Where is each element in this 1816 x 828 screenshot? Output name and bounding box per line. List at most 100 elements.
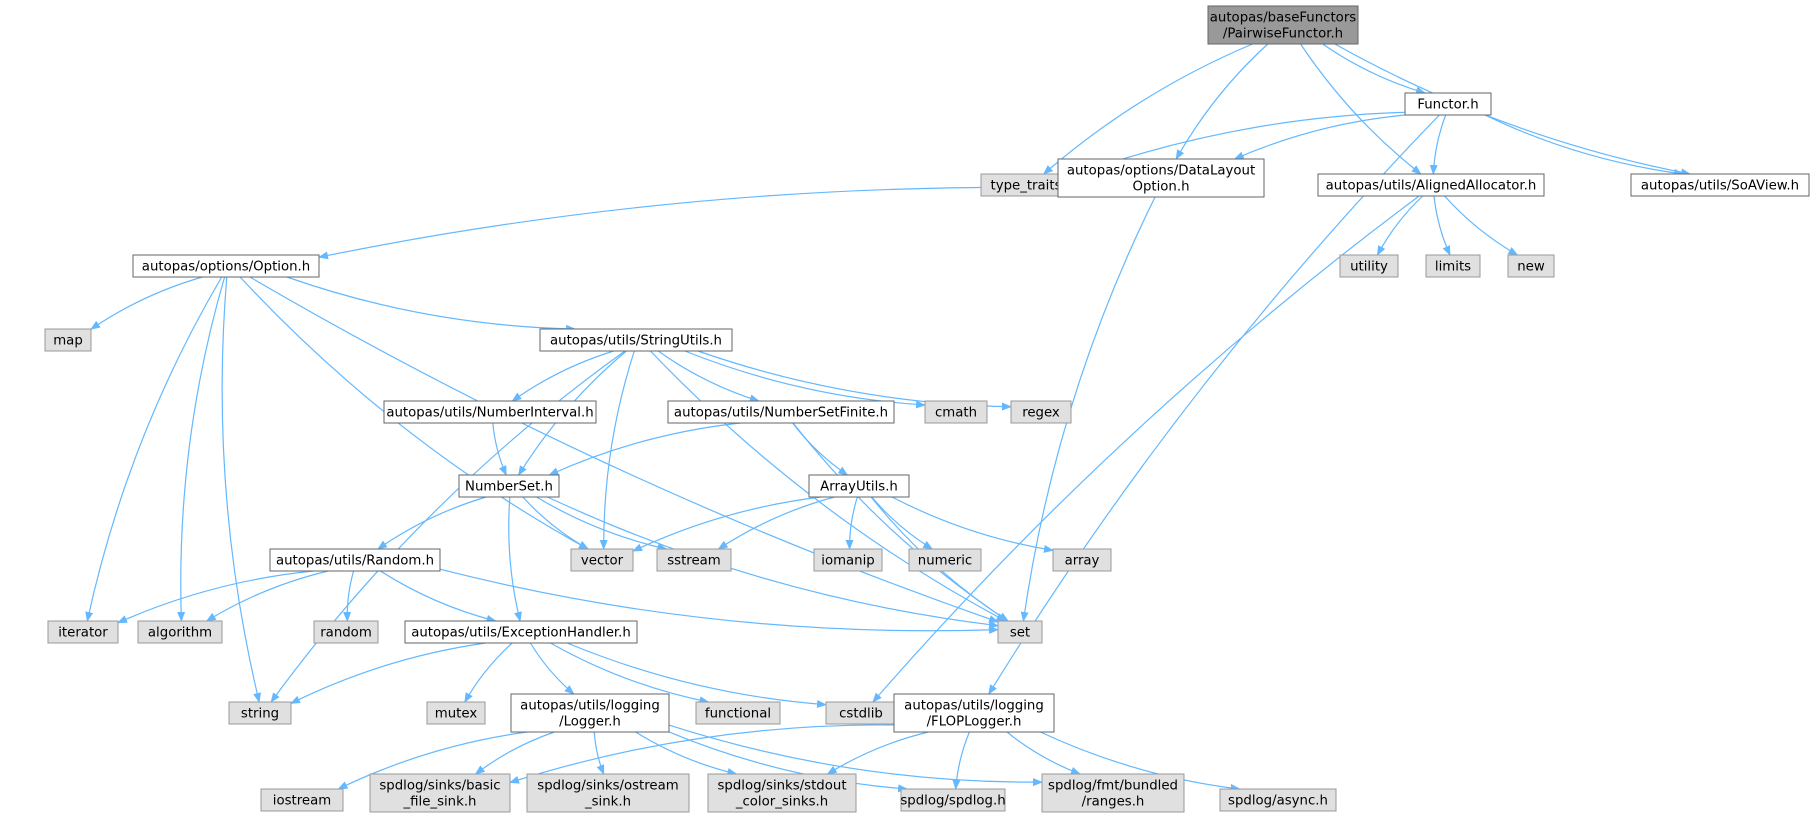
node-label-ostream_sink-line-1: _sink.h [584, 795, 631, 810]
node-label-mutex-line-0: mutex [435, 707, 478, 722]
node-mutex: mutex [426, 701, 486, 725]
node-label-iterator-line-0: iterator [58, 626, 108, 641]
node-logger[interactable]: autopas/utils/logging/Logger.h [510, 693, 670, 733]
node-label-set-line-0: set [1010, 626, 1030, 641]
node-numberinterval[interactable]: autopas/utils/NumberInterval.h [383, 400, 597, 424]
edge-arrayutils-to-vector [632, 496, 821, 552]
node-box-iomanip [813, 548, 883, 572]
node-label-stringutils-line-0: autopas/utils/StringUtils.h [550, 334, 722, 349]
node-iostream: iostream [260, 788, 344, 812]
edge-numbersetfinite-to-arrayutils [792, 422, 849, 476]
edge-logger-to-spdlog_h [668, 731, 909, 793]
node-cstdlib: cstdlib [825, 701, 897, 725]
node-box-arrayutils [808, 474, 910, 498]
edges-layer [85, 43, 1691, 793]
node-label-type_traits-line-0: type_traits [990, 179, 1061, 194]
node-box-vector [570, 548, 634, 572]
node-box-sstream [656, 548, 732, 572]
node-label-new-line-0: new [1517, 260, 1545, 275]
edge-option-to-set [249, 276, 999, 623]
node-exception[interactable]: autopas/utils/ExceptionHandler.h [404, 620, 638, 644]
edge-numberset-to-sstream [536, 496, 668, 551]
node-numberset[interactable]: NumberSet.h [458, 474, 560, 498]
edge-numberset-to-random_h [377, 496, 487, 550]
edge-functor-to-aligned [1429, 114, 1447, 175]
edge-aligned-to-utility [1376, 195, 1424, 256]
edge-random_h-to-set [439, 568, 999, 634]
edge-aligned-to-limits [1433, 195, 1451, 256]
node-box-fmt_ranges [1041, 773, 1185, 813]
node-box-root [1207, 5, 1359, 45]
node-soaview[interactable]: autopas/utils/SoAView.h [1630, 173, 1810, 197]
edge-numbersetfinite-to-set [792, 422, 1009, 622]
node-label-floplogger-line-0: autopas/utils/logging [904, 699, 1044, 714]
edge-stringutils-to-numbersetfinite [657, 350, 760, 403]
node-label-datalayout-line-0: autopas/options/DataLayout [1067, 164, 1255, 179]
node-floplogger[interactable]: autopas/utils/logging/FLOPLogger.h [893, 693, 1055, 733]
node-numbersetfinite[interactable]: autopas/utils/NumberSetFinite.h [667, 400, 895, 424]
node-box-cmath [924, 400, 988, 424]
edge-option-to-algorithm [177, 276, 226, 622]
node-box-logger [510, 693, 670, 733]
edge-logger-to-ostream_sink [593, 731, 605, 775]
node-algorithm: algorithm [137, 620, 223, 644]
node-label-basic_file_sink-line-1: _file_sink.h [403, 795, 477, 810]
node-iomanip: iomanip [813, 548, 883, 572]
edge-root-to-soaview [1334, 43, 1691, 177]
node-box-numberinterval [383, 400, 597, 424]
node-label-stdout_color-line-0: spdlog/sinks/stdout [717, 779, 846, 794]
node-label-fmt_ranges-line-0: spdlog/fmt/bundled [1048, 779, 1178, 794]
node-box-functor [1404, 92, 1492, 116]
node-label-functor-line-0: Functor.h [1417, 98, 1478, 113]
edge-floplogger-to-fmt_ranges [1006, 731, 1081, 775]
node-label-option-line-0: autopas/options/Option.h [142, 260, 310, 275]
edge-root-to-datalayout [1175, 43, 1269, 160]
node-box-random [313, 620, 379, 644]
node-root[interactable]: autopas/baseFunctors/PairwiseFunctor.h [1207, 5, 1359, 45]
edge-arrayutils-to-numeric [871, 496, 934, 550]
node-box-set [997, 620, 1043, 644]
node-map: map [44, 328, 92, 352]
node-label-async-line-0: spdlog/async.h [1228, 794, 1328, 809]
node-random_h[interactable]: autopas/utils/Random.h [269, 548, 441, 572]
node-option[interactable]: autopas/options/Option.h [132, 254, 320, 278]
edge-arrayutils-to-sstream [717, 496, 835, 550]
edge-numberset-to-set [547, 496, 999, 629]
node-label-string-line-0: string [241, 707, 279, 722]
node-label-logger-line-0: autopas/utils/logging [520, 699, 660, 714]
node-label-sstream-line-0: sstream [667, 554, 721, 569]
edge-datalayout-to-option [318, 186, 1059, 260]
node-stdout_color: spdlog/sinks/stdout_color_sinks.h [707, 773, 857, 813]
node-functor[interactable]: Functor.h [1404, 92, 1492, 116]
node-label-map-line-0: map [53, 334, 83, 349]
node-box-option [132, 254, 320, 278]
node-label-numbersetfinite-line-0: autopas/utils/NumberSetFinite.h [674, 406, 888, 421]
node-new: new [1507, 254, 1555, 278]
edge-exception-to-string [290, 642, 486, 704]
edge-logger-to-stdout_color [635, 731, 738, 776]
node-label-vector-line-0: vector [581, 554, 624, 569]
node-label-algorithm-line-0: algorithm [148, 626, 212, 641]
node-arrayutils[interactable]: ArrayUtils.h [808, 474, 910, 498]
node-box-aligned [1317, 173, 1545, 197]
node-box-new [1507, 254, 1555, 278]
edge-random_h-to-iterator [117, 570, 314, 624]
edge-logger-to-iostream [337, 731, 528, 790]
edge-numberinterval-to-numberset [492, 422, 507, 476]
node-random: random [313, 620, 379, 644]
edge-numbersetfinite-to-numberset [548, 422, 741, 476]
node-vector: vector [570, 548, 634, 572]
node-sstream: sstream [656, 548, 732, 572]
node-async: spdlog/async.h [1219, 788, 1337, 812]
node-string: string [228, 701, 292, 725]
node-label-exception-line-0: autopas/utils/ExceptionHandler.h [411, 626, 631, 641]
edge-stringutils-to-regex [697, 350, 1012, 411]
node-stringutils[interactable]: autopas/utils/StringUtils.h [539, 328, 733, 352]
edge-root-to-type_traits [1042, 43, 1253, 175]
node-aligned[interactable]: autopas/utils/AlignedAllocator.h [1317, 173, 1545, 197]
node-box-iostream [260, 788, 344, 812]
node-label-iomanip-line-0: iomanip [821, 554, 875, 569]
edge-stringutils-to-string [270, 350, 626, 703]
